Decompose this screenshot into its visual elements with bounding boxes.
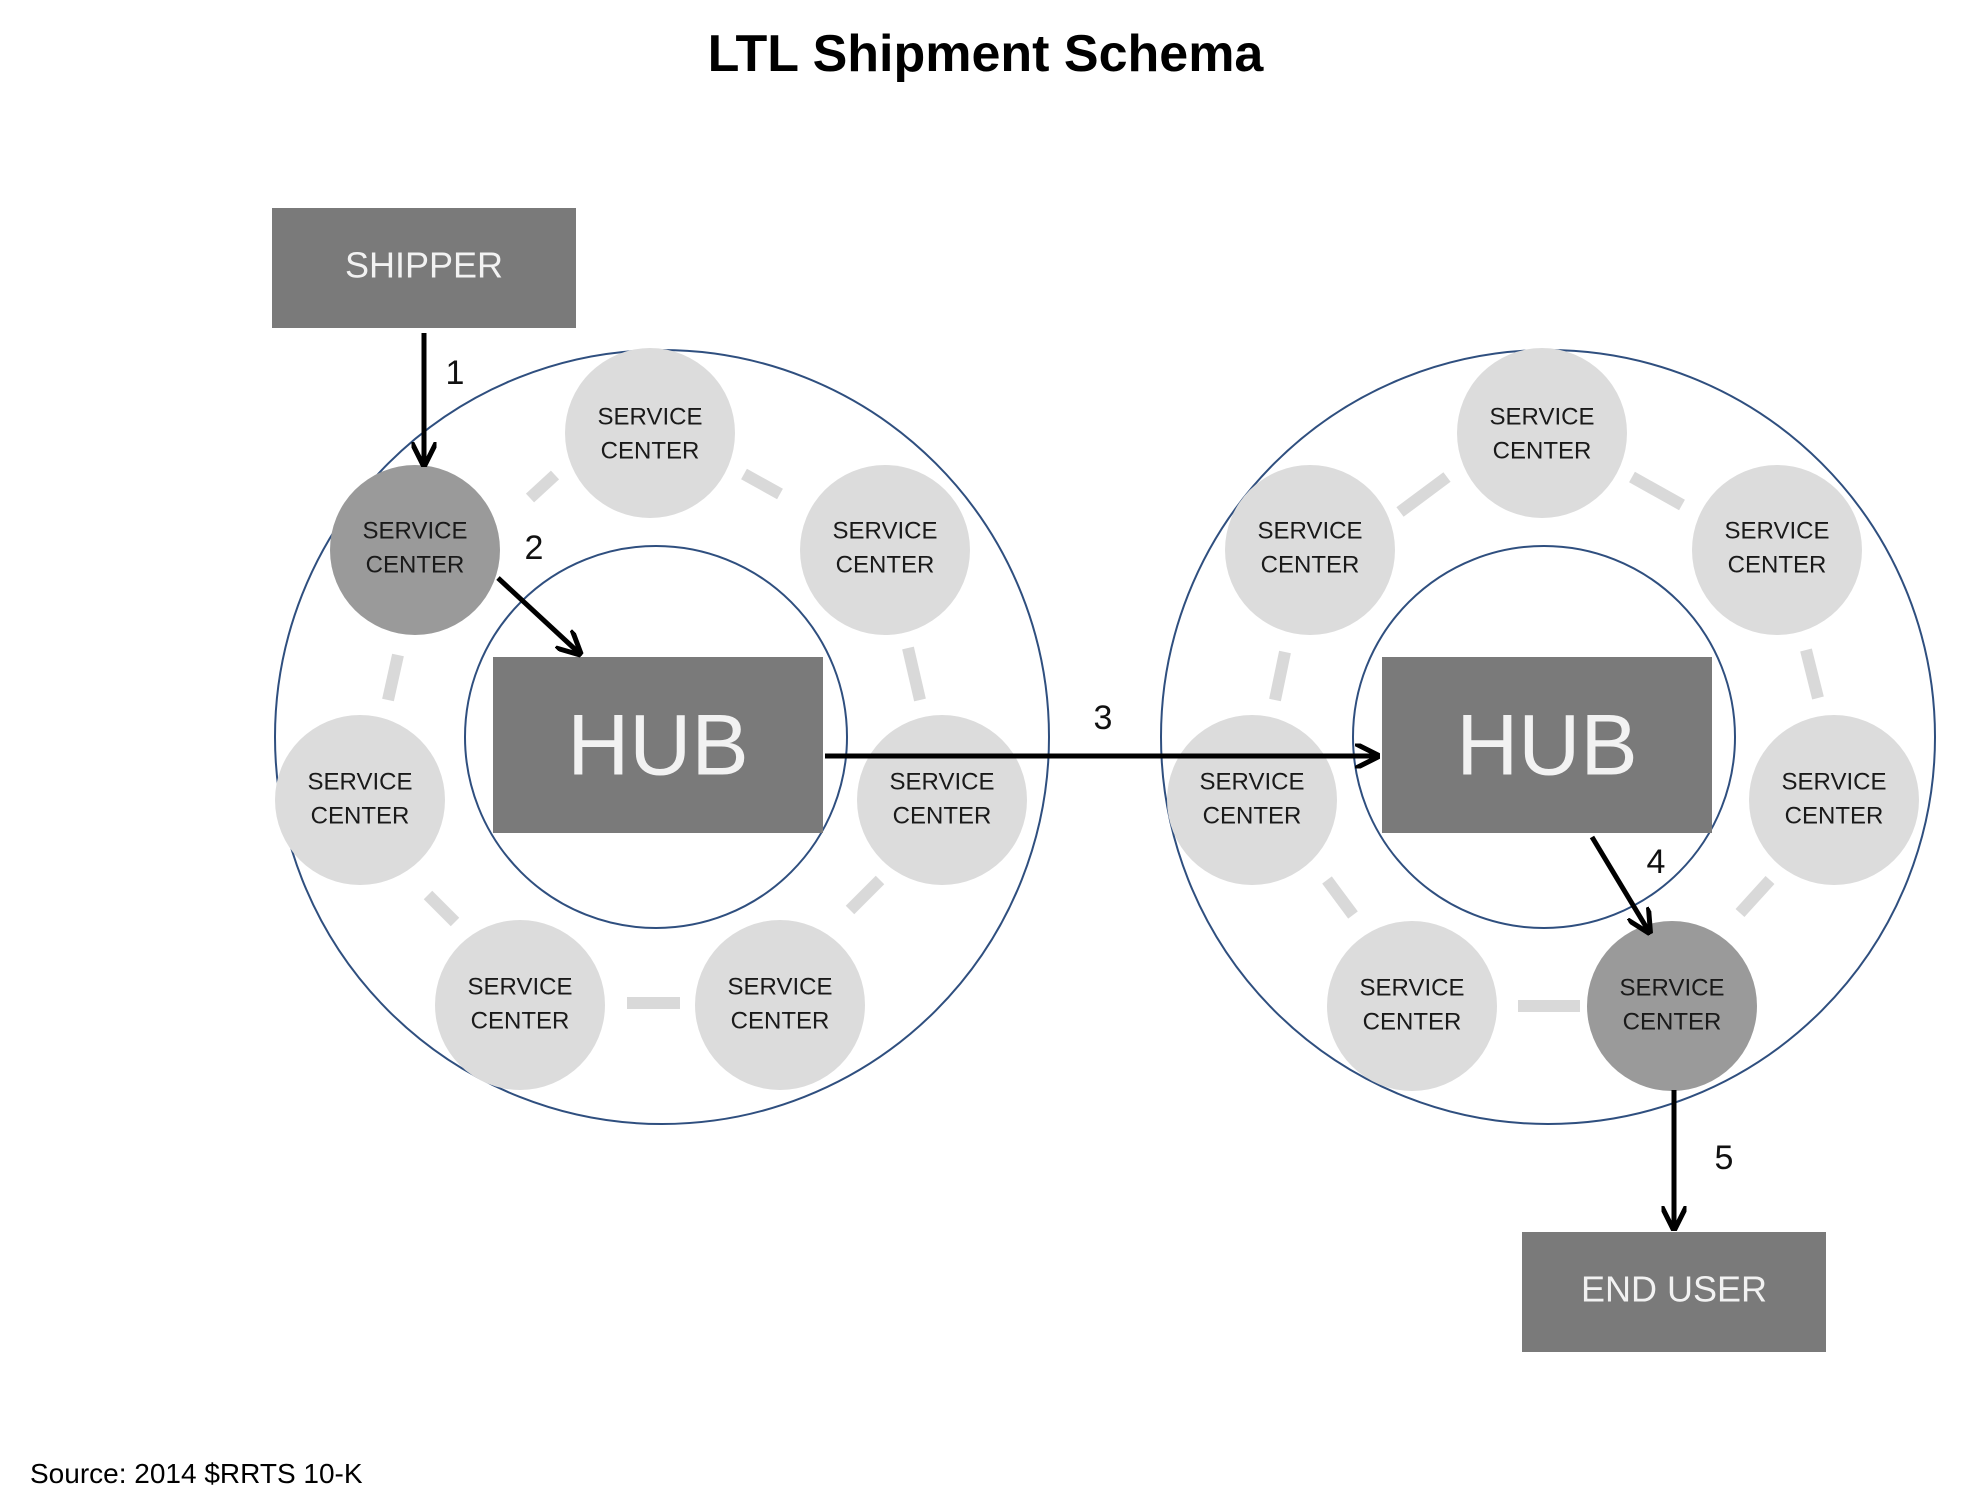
svg-text:CENTER: CENTER — [601, 437, 700, 464]
svg-text:SERVICE: SERVICE — [363, 517, 468, 544]
svg-text:SERVICE: SERVICE — [598, 403, 703, 430]
svg-text:SERVICE: SERVICE — [1258, 517, 1363, 544]
svg-text:CENTER: CENTER — [366, 551, 465, 578]
shipper-box: SHIPPER — [272, 208, 576, 328]
arrow-step-4 — [1589, 835, 1648, 930]
svg-text:CENTER: CENTER — [1785, 802, 1884, 829]
svg-text:SERVICE: SERVICE — [1725, 517, 1830, 544]
svg-text:CENTER: CENTER — [471, 1007, 570, 1034]
inner-ring-right — [1352, 545, 1736, 929]
service-center: SERVICE CENTER — [275, 715, 445, 885]
svg-text:CENTER: CENTER — [1728, 551, 1827, 578]
service-center: SERVICE CENTER — [695, 920, 865, 1090]
connectors-right — [1269, 471, 1824, 1012]
diagram-title: LTL Shipment Schema — [707, 25, 1264, 83]
svg-text:SERVICE: SERVICE — [1200, 768, 1305, 795]
svg-text:CENTER: CENTER — [1363, 1008, 1462, 1035]
hub-left: HUB — [493, 657, 823, 833]
svg-text:CENTER: CENTER — [1203, 802, 1302, 829]
svg-text:HUB: HUB — [567, 698, 749, 794]
svg-text:SERVICE: SERVICE — [890, 768, 995, 795]
svg-text:SERVICE: SERVICE — [1360, 974, 1465, 1001]
svg-text:SERVICE: SERVICE — [308, 768, 413, 795]
service-center: SERVICE CENTER — [1225, 465, 1395, 635]
svg-text:SERVICE: SERVICE — [728, 973, 833, 1000]
svg-text:CENTER: CENTER — [731, 1007, 830, 1034]
network-left: SERVICE CENTER SERVICE CENTER SERVICE CE… — [274, 348, 1050, 1125]
service-center: SERVICE CENTER — [857, 715, 1027, 885]
step-labels: 1 2 3 4 5 — [446, 354, 1734, 1177]
flow-arrows — [424, 333, 1674, 1226]
svg-text:CENTER: CENTER — [1261, 551, 1360, 578]
step-label-5: 5 — [1715, 1139, 1734, 1177]
service-centers-left: SERVICE CENTER SERVICE CENTER SERVICE CE… — [275, 348, 1027, 1090]
svg-text:CENTER: CENTER — [1623, 1008, 1722, 1035]
step-label-1: 1 — [446, 354, 465, 392]
network-right: SERVICE CENTER SERVICE CENTER SERVICE CE… — [1160, 348, 1936, 1125]
svg-text:SERVICE: SERVICE — [468, 973, 573, 1000]
step-label-3: 3 — [1094, 699, 1113, 737]
service-center: SERVICE CENTER — [1327, 921, 1497, 1091]
svg-text:SERVICE: SERVICE — [1782, 768, 1887, 795]
service-center: SERVICE CENTER — [565, 348, 735, 518]
hub-right: HUB — [1382, 657, 1712, 833]
svg-text:CENTER: CENTER — [836, 551, 935, 578]
svg-text:CENTER: CENTER — [1493, 437, 1592, 464]
service-center: SERVICE CENTER — [435, 920, 605, 1090]
service-center: SERVICE CENTER — [1749, 715, 1919, 885]
svg-text:SERVICE: SERVICE — [833, 517, 938, 544]
svg-text:END USER: END USER — [1581, 1269, 1767, 1310]
service-center-origin: SERVICE CENTER — [330, 465, 500, 635]
svg-text:HUB: HUB — [1456, 698, 1638, 794]
inner-ring-left — [464, 545, 848, 929]
connectors-left — [382, 468, 926, 1009]
svg-text:SERVICE: SERVICE — [1490, 403, 1595, 430]
end-user-box: END USER — [1522, 1232, 1826, 1352]
service-center: SERVICE CENTER — [1692, 465, 1862, 635]
svg-text:CENTER: CENTER — [893, 802, 992, 829]
service-center: SERVICE CENTER — [1457, 348, 1627, 518]
service-center: SERVICE CENTER — [1167, 715, 1337, 885]
service-center: SERVICE CENTER — [800, 465, 970, 635]
svg-text:CENTER: CENTER — [311, 802, 410, 829]
svg-text:SERVICE: SERVICE — [1620, 974, 1725, 1001]
arrow-step-2 — [496, 576, 578, 652]
step-label-2: 2 — [525, 529, 544, 567]
source-note: Source: 2014 $RRTS 10-K — [30, 1458, 363, 1489]
service-center-destination: SERVICE CENTER — [1587, 921, 1757, 1091]
svg-text:SHIPPER: SHIPPER — [345, 245, 503, 286]
step-label-4: 4 — [1647, 843, 1666, 881]
